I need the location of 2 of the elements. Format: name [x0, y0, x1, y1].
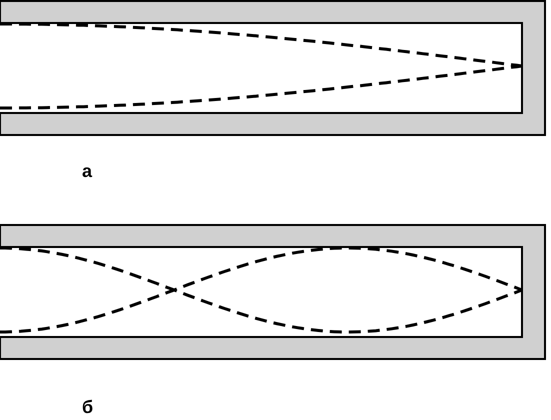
panel-label: б	[82, 398, 94, 416]
panel-label: а	[82, 162, 92, 180]
